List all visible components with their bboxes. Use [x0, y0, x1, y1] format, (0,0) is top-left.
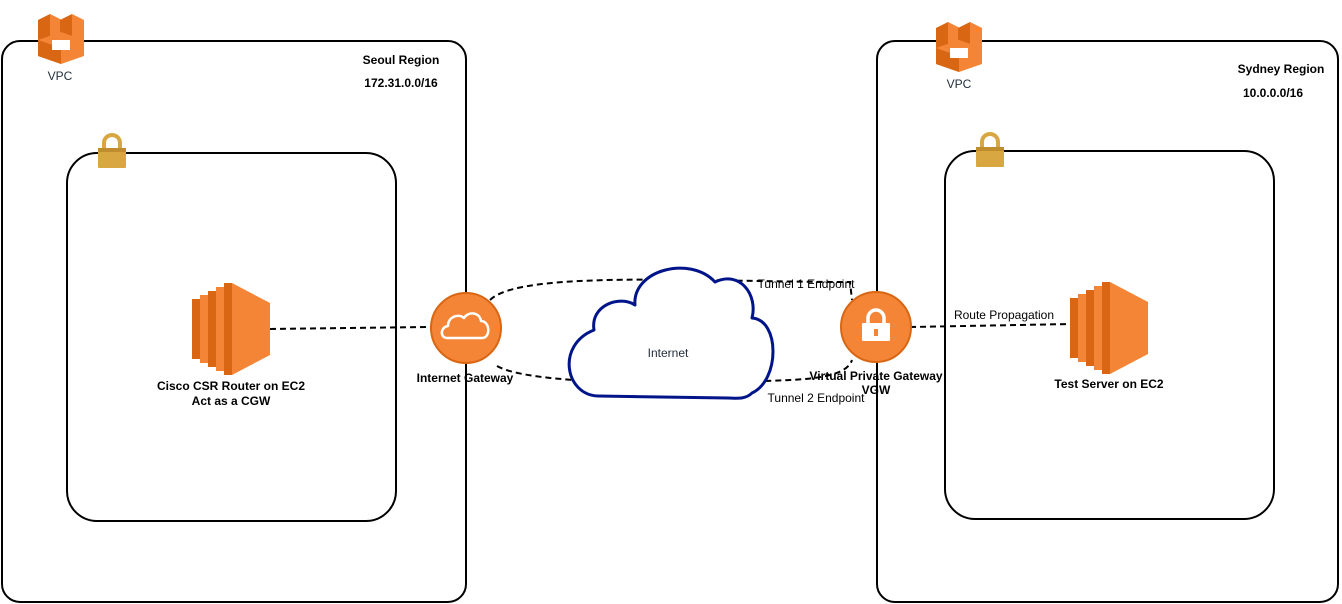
- seoul-vpc-label: VPC: [48, 69, 73, 83]
- lock-icon: [96, 133, 128, 170]
- tunnel-2-path: [496, 359, 853, 384]
- router-label-line1: Cisco CSR Router on EC2: [157, 379, 305, 393]
- tunnel-2-label: Tunnel 2 Endpoint: [768, 391, 866, 405]
- vgw-label-line1: Virtual Private Gateway: [809, 369, 943, 383]
- router-to-igw-link: [269, 326, 432, 330]
- internet-cloud-icon: [567, 266, 775, 400]
- sydney-cidr: 10.0.0.0/16: [1243, 86, 1303, 100]
- route-propagation-link: [909, 323, 1071, 328]
- seoul-subnet-boundary: [66, 152, 397, 522]
- internet-gateway-label: Internet Gateway: [417, 371, 514, 385]
- tunnel-1-path: [489, 278, 853, 301]
- ec2-instance-icon: [1070, 282, 1148, 374]
- lock-icon: [974, 132, 1006, 169]
- vpc-icon: [36, 12, 86, 64]
- tunnel-1-label: Tunnel 1 Endpoint: [758, 277, 856, 291]
- sydney-subnet-boundary: [944, 150, 1275, 520]
- vgw-label-line2: VGW: [862, 383, 891, 397]
- internet-label: Internet: [648, 346, 689, 360]
- internet-gateway-icon: [430, 292, 502, 364]
- vpc-icon: [934, 20, 984, 72]
- seoul-region-name: Seoul Region: [363, 53, 440, 67]
- route-propagation-label: Route Propagation: [954, 308, 1054, 322]
- sydney-region-name: Sydney Region: [1238, 62, 1325, 76]
- router-label-line2: Act as a CGW: [192, 394, 271, 408]
- vpn-gateway-icon: [840, 291, 912, 363]
- test-server-label: Test Server on EC2: [1054, 377, 1163, 391]
- seoul-cidr: 172.31.0.0/16: [364, 76, 438, 90]
- ec2-instance-icon: [192, 283, 270, 375]
- sydney-vpc-label: VPC: [947, 77, 972, 91]
